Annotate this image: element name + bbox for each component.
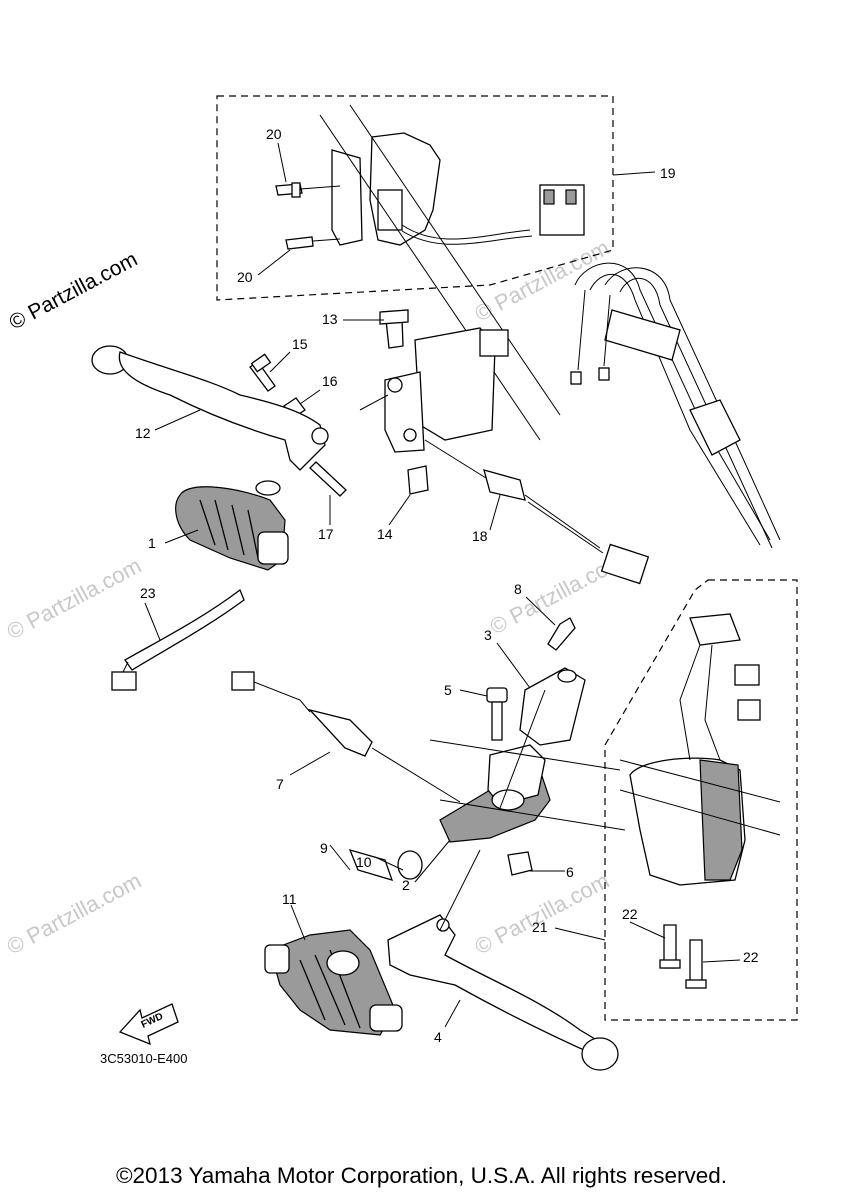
brake-light-switch bbox=[424, 439, 650, 585]
callout-7: 7 bbox=[276, 776, 284, 792]
callout-8: 8 bbox=[514, 581, 522, 597]
watermark-faint: © Partzilla.com bbox=[3, 553, 146, 645]
callout-15: 15 bbox=[292, 336, 308, 352]
callout-9: 9 bbox=[320, 840, 328, 856]
watermark-faint: © Partzilla.com bbox=[471, 235, 614, 327]
callout-14: 14 bbox=[377, 526, 393, 542]
callout-1: 1 bbox=[148, 535, 156, 551]
diagram-code: 3C53010-E400 bbox=[100, 1051, 187, 1066]
front-brake-switch-assembly bbox=[275, 104, 585, 441]
callout-numbers: 20 20 19 13 15 16 12 17 14 18 1 23 8 3 5… bbox=[135, 126, 759, 1045]
callout-10: 10 bbox=[356, 854, 372, 870]
clutch-holder-lower bbox=[264, 929, 403, 1036]
callout-6: 6 bbox=[566, 864, 574, 880]
watermark-main: © Partzilla.com bbox=[6, 248, 142, 335]
callout-16: 16 bbox=[322, 373, 338, 389]
leader-lines bbox=[144, 142, 741, 1028]
callout-22: 22 bbox=[743, 949, 759, 965]
callout-17: 17 bbox=[318, 526, 334, 542]
handlebar-switch-left bbox=[619, 613, 781, 989]
clutch-switch bbox=[231, 671, 461, 803]
adjuster-parts bbox=[348, 849, 423, 881]
callout-19: 19 bbox=[660, 165, 676, 181]
watermark-faint: © Partzilla.com bbox=[471, 868, 614, 960]
callout-11: 11 bbox=[282, 891, 297, 907]
callout-2: 2 bbox=[402, 877, 410, 893]
callout-5: 5 bbox=[444, 682, 452, 698]
callout-18: 18 bbox=[472, 528, 488, 544]
fwd-direction-arrow: FWD bbox=[118, 1003, 179, 1046]
cable-band bbox=[111, 588, 245, 691]
brake-lever bbox=[91, 345, 329, 471]
copyright-notice: ©2013 Yamaha Motor Corporation, U.S.A. A… bbox=[115, 1163, 728, 1188]
master-cylinder bbox=[359, 309, 509, 495]
callout-22: 22 bbox=[622, 906, 638, 922]
callout-12: 12 bbox=[135, 425, 151, 441]
callout-4: 4 bbox=[434, 1029, 442, 1045]
callout-21: 21 bbox=[532, 919, 548, 935]
callout-23: 23 bbox=[140, 585, 156, 601]
callout-3: 3 bbox=[484, 627, 492, 643]
clutch-lever-holder bbox=[429, 739, 626, 876]
clutch-lever bbox=[387, 914, 619, 1071]
switch-assembly-box-top bbox=[216, 95, 614, 301]
callout-20: 20 bbox=[237, 269, 253, 285]
watermark-layer: © Partzilla.com © Partzilla.com © Partzi… bbox=[3, 235, 629, 960]
watermark-faint: © Partzilla.com bbox=[3, 868, 146, 960]
switch-assembly-box-right bbox=[604, 579, 798, 1021]
clutch-holder-parts bbox=[486, 617, 586, 746]
callout-13: 13 bbox=[322, 311, 338, 327]
throttle-cables bbox=[570, 262, 781, 549]
callout-20: 20 bbox=[266, 126, 282, 142]
lever-holder-left bbox=[175, 480, 289, 571]
